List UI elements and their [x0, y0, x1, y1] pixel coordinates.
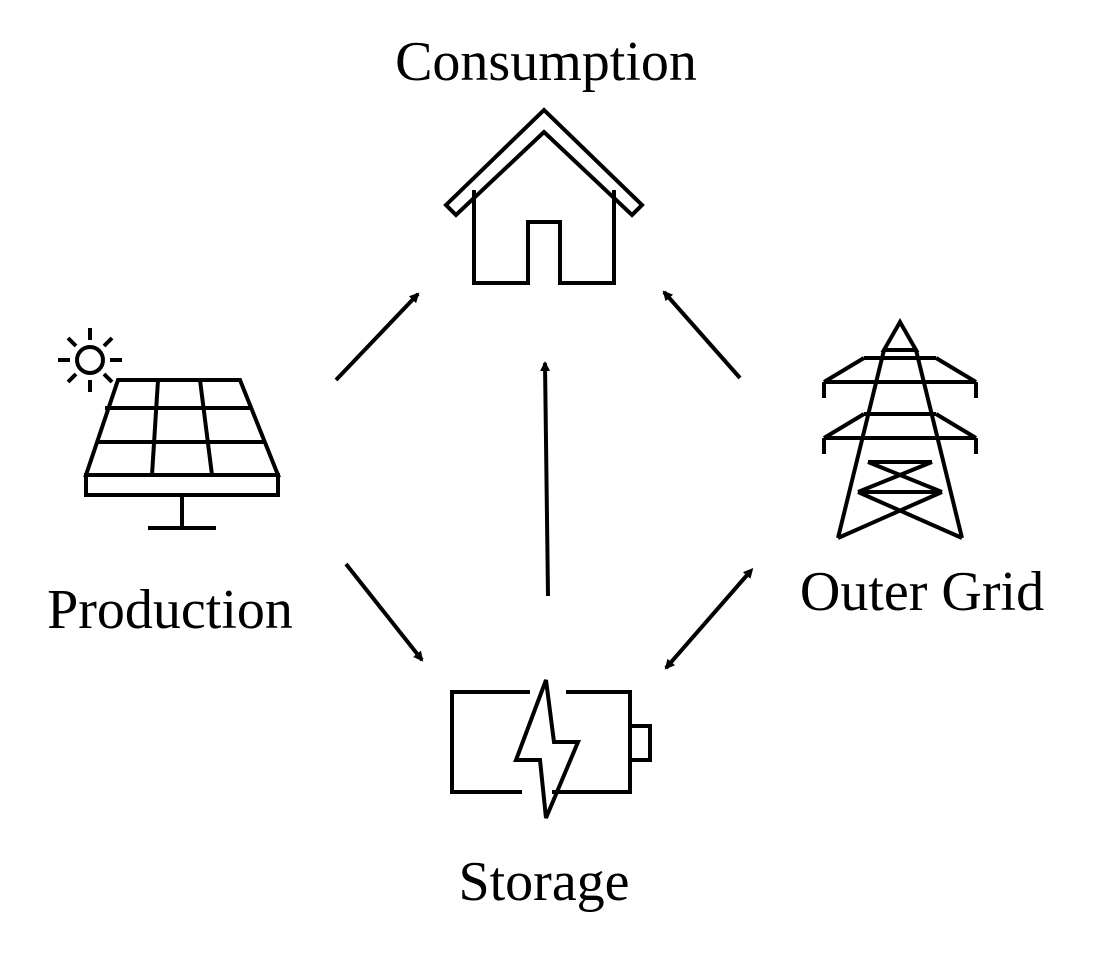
power-tower-icon	[822, 317, 978, 540]
consumption-label: Consumption	[395, 31, 697, 93]
consumption-node: Consumption	[395, 31, 697, 285]
arrow-outer-grid-to-consumption	[662, 290, 742, 380]
outer-grid-label: Outer Grid	[800, 561, 1044, 623]
arrow-production-to-consumption	[334, 292, 420, 382]
storage-node: Storage	[450, 679, 652, 913]
arrow-outer-grid-storage-bidirectional	[664, 567, 754, 670]
solar-panel-icon	[83, 378, 281, 530]
production-label: Production	[47, 579, 293, 641]
battery-charging-icon	[450, 679, 652, 819]
storage-label: Storage	[458, 851, 629, 913]
sun-icon	[58, 328, 122, 392]
production-node: Production	[47, 328, 293, 641]
outer-grid-node: Outer Grid	[800, 317, 1044, 623]
arrow-production-to-storage	[344, 562, 424, 662]
arrow-storage-to-consumption	[540, 361, 551, 597]
house-icon	[443, 107, 645, 285]
